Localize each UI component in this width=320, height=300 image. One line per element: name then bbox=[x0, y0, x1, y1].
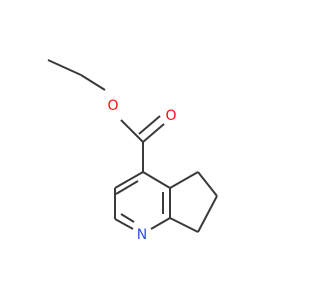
bond-ch3-ch2 bbox=[47, 59, 82, 76]
bond-c2-n bbox=[114, 218, 134, 230]
bond-c-o-carbonyl-2 bbox=[138, 115, 161, 135]
bond-c6-c7 bbox=[197, 195, 218, 233]
bond-n-c7a bbox=[150, 217, 171, 230]
background bbox=[0, 0, 300, 300]
bond-o-ether-c-carbonyl bbox=[120, 119, 144, 143]
bond-c5-c6 bbox=[197, 171, 218, 197]
atom-labels: O O N bbox=[107, 98, 176, 243]
molecule-structure: O O N bbox=[0, 0, 300, 300]
bond-c-o-carbonyl-1 bbox=[142, 123, 165, 143]
bond-c4a-c4 bbox=[142, 171, 171, 189]
atom-n-ring: N bbox=[137, 227, 147, 243]
bond-c7-c7a bbox=[169, 217, 199, 233]
atom-o-carbonyl: O bbox=[165, 108, 176, 124]
bond-c4-c3-inner bbox=[115, 180, 139, 195]
bond-ch2-o-ether bbox=[80, 74, 106, 91]
bond-c4-c3 bbox=[114, 171, 144, 189]
bonds bbox=[47, 59, 218, 233]
atom-o-ether: O bbox=[107, 98, 118, 114]
bond-c2-n-inner bbox=[120, 213, 135, 223]
bond-c4a-c5 bbox=[169, 171, 199, 189]
